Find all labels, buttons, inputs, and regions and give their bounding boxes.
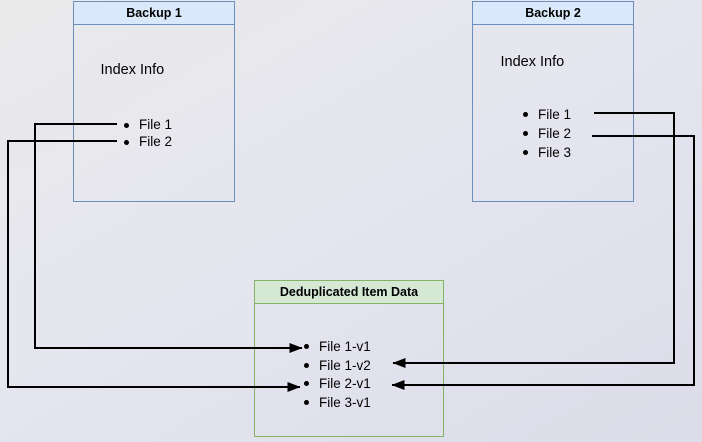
bullet-icon <box>304 399 309 405</box>
list-item: File 3 <box>523 143 571 162</box>
list-item: File 2 <box>523 124 571 143</box>
bullet-icon <box>304 381 309 387</box>
list-item: File 2 <box>124 134 172 151</box>
bullet-icon <box>304 362 309 368</box>
list-item-label: File 3-v1 <box>319 394 371 410</box>
list-item-label: File 1-v1 <box>319 339 371 354</box>
list-item: File 3-v1 <box>304 393 371 412</box>
backup2-index-info-label: Index Info <box>500 53 565 70</box>
list-item-label: File 2-v1 <box>319 376 371 391</box>
bullet-icon <box>523 131 528 136</box>
list-item-label: File 2 <box>538 125 572 141</box>
list-item-label: File 1 <box>139 117 173 133</box>
dedup-store-title: Deduplicated Item Data <box>255 281 443 304</box>
list-item: File 1-v1 <box>304 338 371 357</box>
backup2-box: Backup 2 Index Info File 1 File 2 File 3 <box>472 1 634 202</box>
list-item-label: File 2 <box>139 134 173 150</box>
list-item-label: File 3 <box>538 144 572 160</box>
bullet-icon <box>523 112 528 117</box>
backup2-title: Backup 2 <box>473 2 633 25</box>
list-item: File 1 <box>523 105 571 124</box>
list-item-label: File 1-v2 <box>319 357 371 373</box>
backup1-index-info-label: Index Info <box>100 61 165 78</box>
list-item-label: File 1 <box>538 106 572 122</box>
list-item: File 1 <box>124 117 172 134</box>
bullet-icon <box>304 344 309 350</box>
bullet-icon <box>124 139 129 145</box>
list-item: File 1-v2 <box>304 356 371 375</box>
backup2-file-list: File 1 File 2 File 3 <box>523 105 571 162</box>
backup1-title: Backup 1 <box>74 2 234 25</box>
bullet-icon <box>124 122 129 128</box>
bullet-icon <box>523 150 528 155</box>
list-item: File 2-v1 <box>304 375 371 394</box>
